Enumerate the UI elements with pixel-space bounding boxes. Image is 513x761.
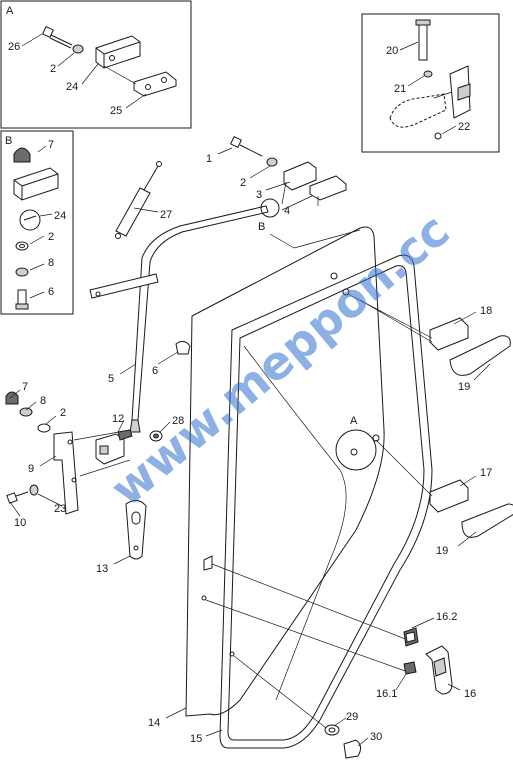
callout-23: 23	[54, 503, 66, 515]
washer-icon	[15, 241, 29, 251]
acorn-nut-icon	[13, 147, 31, 163]
detail-b-label: B	[258, 221, 265, 233]
callout-16-2: 16.2	[436, 611, 457, 623]
callout-2: 2	[240, 177, 246, 189]
handle-rod	[131, 205, 269, 421]
callout-6: 6	[152, 365, 158, 377]
callout-16: 16	[464, 688, 476, 700]
callout-22: 22	[458, 121, 470, 133]
callout-19: 19	[436, 545, 448, 557]
callout-3: 3	[256, 189, 262, 201]
callout-2: 2	[50, 63, 56, 75]
callout-2: 2	[60, 407, 66, 419]
callout-29: 29	[346, 711, 358, 723]
hinge-plate-icon	[429, 479, 469, 513]
detail-a-circle	[335, 429, 377, 471]
callout-6: 6	[48, 286, 54, 298]
callout-12: 12	[112, 413, 124, 425]
door-frame	[219, 254, 433, 749]
inset-b-frame	[0, 130, 74, 315]
nut-icon	[15, 267, 29, 277]
callout-24: 24	[54, 210, 66, 222]
bracket-icon	[95, 35, 141, 69]
plate-icon	[133, 71, 177, 97]
washer-icon	[266, 157, 278, 167]
callout-15: 15	[190, 733, 202, 745]
bolt-icon	[230, 136, 263, 157]
hinge-plate-icon	[429, 317, 469, 351]
washer-icon	[29, 484, 39, 496]
callout-8: 8	[40, 395, 46, 407]
callout-19: 19	[458, 381, 470, 393]
callout-28: 28	[172, 415, 184, 427]
inset-a: A 26 2 24 25	[0, 0, 192, 129]
callout-27: 27	[160, 209, 172, 221]
plate-icon	[309, 175, 347, 201]
inset-b-title: B	[5, 135, 12, 147]
callout-10: 10	[14, 517, 26, 529]
bolt-icon	[6, 491, 29, 504]
washer-icon	[324, 724, 340, 736]
callout-2: 2	[48, 231, 54, 243]
bracket-icon	[13, 167, 59, 201]
door-assembly: B A	[5, 136, 513, 759]
striker-plate-icon	[125, 500, 147, 560]
callout-14: 14	[148, 717, 160, 729]
nut-icon	[19, 407, 33, 417]
detail-b-circle	[260, 198, 280, 218]
callout-21: 21	[394, 83, 406, 95]
bolt-icon	[434, 132, 442, 140]
inset-b: B 7 24 2 8 6	[0, 130, 74, 315]
callout-13: 13	[96, 563, 108, 575]
latch-bracket-icon	[53, 431, 79, 515]
bolt-icon	[15, 289, 29, 310]
callout-5: 5	[108, 373, 114, 385]
hinge-arm-icon	[449, 335, 511, 376]
acorn-nut-icon	[5, 391, 19, 405]
clip-icon	[423, 70, 433, 78]
callout-1: 1	[206, 153, 212, 165]
washer-icon	[37, 423, 51, 433]
gasket-icon	[403, 661, 417, 675]
callout-8: 8	[48, 257, 54, 269]
callout-16-1: 16.1	[376, 688, 397, 700]
callout-26: 26	[8, 41, 20, 53]
detail-a-label: A	[350, 415, 358, 427]
inset-a-frame	[0, 0, 192, 129]
callout-4: 4	[284, 205, 290, 217]
door-lock-icon	[95, 433, 125, 465]
callout-7: 7	[48, 139, 54, 151]
callout-24: 24	[66, 81, 78, 93]
bolt-icon	[42, 26, 73, 49]
callout-20: 20	[386, 45, 398, 57]
hinge-arm-icon	[461, 503, 513, 538]
gas-strut-icon	[115, 161, 162, 239]
washer-icon	[72, 44, 84, 54]
knob-icon	[343, 739, 362, 759]
callout-9: 9	[28, 463, 34, 475]
callout-7: 7	[22, 381, 28, 393]
callout-25: 25	[110, 105, 122, 117]
callout-30: 30	[370, 731, 382, 743]
detail-circle-icon	[19, 209, 41, 231]
inset-hinge-frame	[361, 13, 500, 153]
inset-hinge: 20 21 22	[361, 13, 500, 153]
callout-17: 17	[480, 467, 492, 479]
inset-a-title: A	[6, 5, 14, 17]
bolt-icon	[175, 340, 191, 355]
callout-18: 18	[480, 305, 492, 317]
hinge-pin-icon	[418, 21, 428, 61]
